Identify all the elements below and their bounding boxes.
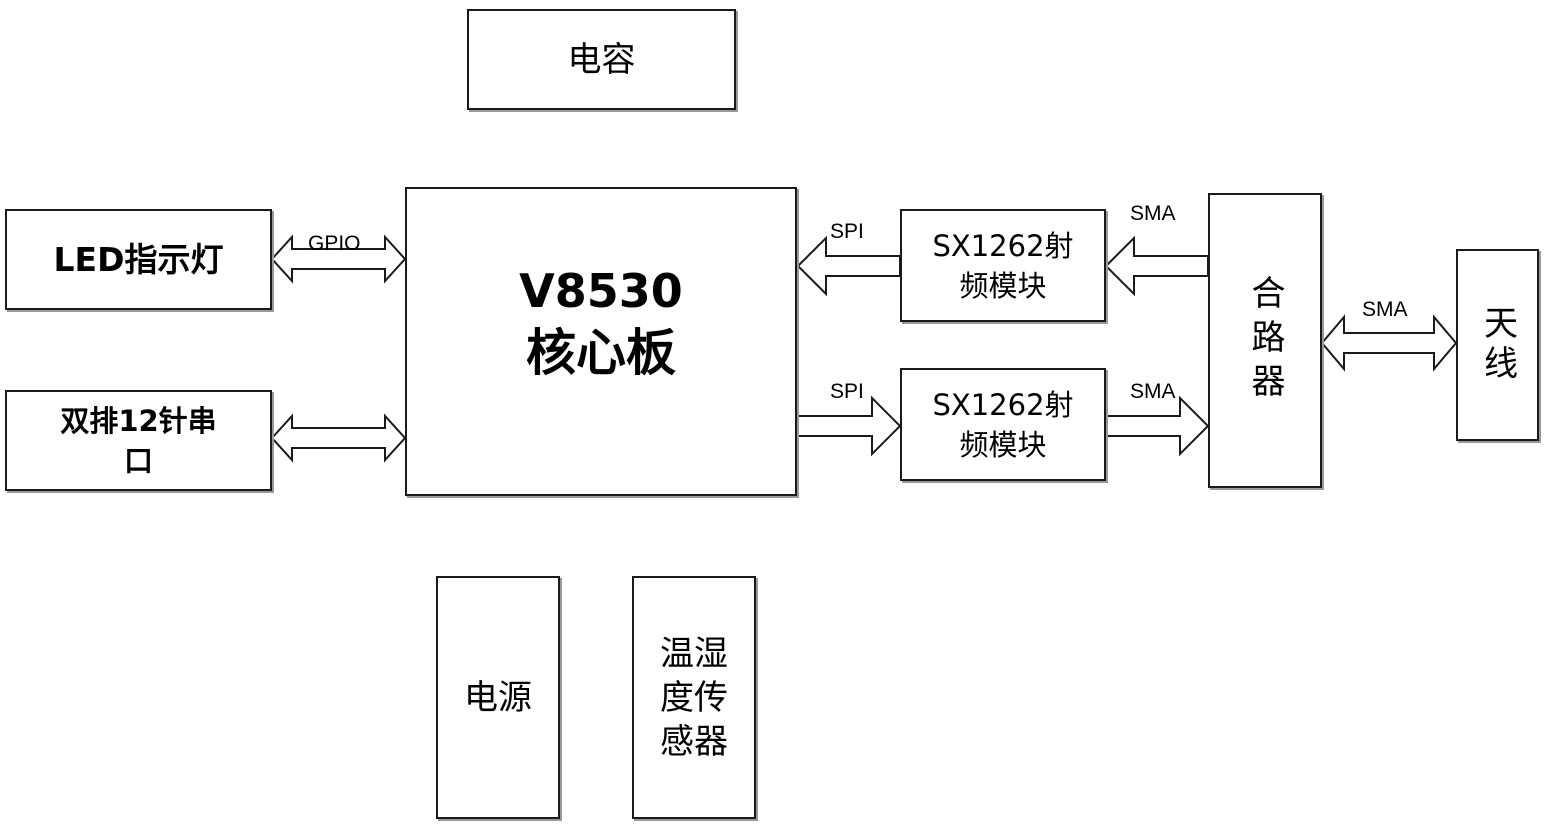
- spi-top-arrow: [796, 235, 901, 297]
- core-board-label: 核心板: [525, 323, 676, 382]
- gpio-label: GPIO: [308, 232, 361, 255]
- serial-port-label-line2: 口: [123, 443, 153, 478]
- sma-top-label: SMA: [1130, 202, 1176, 225]
- capacitor-block: 电容: [467, 9, 736, 110]
- antenna-label: 天线: [1477, 305, 1518, 385]
- sma-antenna-label: SMA: [1362, 298, 1408, 321]
- led-indicator-block: LED指示灯: [5, 209, 272, 310]
- serial-port-label-line1: 双排12针串: [60, 403, 217, 438]
- sensor-label-line2: 度传: [660, 677, 728, 718]
- sma-bottom-label: SMA: [1130, 380, 1176, 403]
- sma-antenna-double-arrow: [1320, 314, 1458, 372]
- rf-module-top-line1: SX1262射: [932, 228, 1074, 263]
- spi-bottom-arrow: [797, 395, 902, 457]
- capacitor-label: 电容: [567, 39, 636, 80]
- rf-module-bottom-line1: SX1262射: [932, 387, 1074, 422]
- serial-port-block: 双排12针串 口: [5, 390, 272, 491]
- led-indicator-label: LED指示灯: [53, 239, 224, 279]
- rf-module-top-line2: 频模块: [959, 268, 1047, 303]
- core-board-block: V8530 核心板: [405, 187, 797, 496]
- power-block: 电源: [436, 576, 560, 819]
- rf-module-bottom-block: SX1262射 频模块: [900, 368, 1106, 481]
- spi-top-label: SPI: [830, 220, 864, 243]
- sma-bottom-arrow: [1105, 395, 1210, 457]
- antenna-block: 天线: [1456, 249, 1539, 441]
- serial-double-arrow: [270, 413, 407, 463]
- power-label: 电源: [464, 677, 532, 718]
- sensor-label-line1: 温湿: [660, 633, 728, 674]
- combiner-block: 合路器: [1208, 193, 1322, 488]
- core-board-model: V8530: [519, 263, 683, 318]
- sma-top-arrow: [1104, 235, 1209, 297]
- rf-module-top-block: SX1262射 频模块: [900, 209, 1106, 322]
- spi-bottom-label: SPI: [830, 380, 864, 403]
- rf-module-bottom-line2: 频模块: [959, 427, 1047, 462]
- temp-humidity-sensor-block: 温湿 度传 感器: [632, 576, 756, 819]
- combiner-label: 合路器: [1245, 274, 1285, 407]
- sensor-label-line3: 感器: [660, 721, 728, 762]
